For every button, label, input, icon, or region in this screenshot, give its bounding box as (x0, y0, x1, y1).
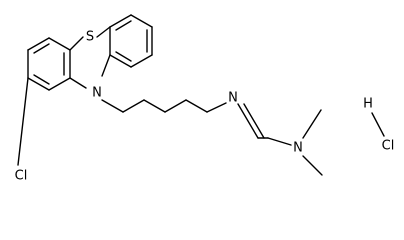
sulfur-atom-label: S (86, 30, 94, 45)
c-cl-bond (17, 77, 29, 166)
amine-nitrogen-atom-label: N (293, 141, 303, 156)
h-cl-bond (371, 112, 385, 137)
lower-benzene-ring (27, 37, 71, 91)
side-chain (101, 99, 323, 176)
thiazine-ring (69, 26, 111, 89)
upper-benzene-ring (109, 14, 153, 68)
chemical-structure: S N Cl N N H Cl (15, 14, 395, 184)
imine-nitrogen-atom-label: N (228, 91, 238, 106)
hcl-hydrogen-label: H (363, 97, 373, 112)
ring-nitrogen-atom-label: N (92, 86, 102, 101)
chlorine-atom-label: Cl (15, 169, 28, 184)
hcl-chlorine-label: Cl (382, 139, 395, 154)
